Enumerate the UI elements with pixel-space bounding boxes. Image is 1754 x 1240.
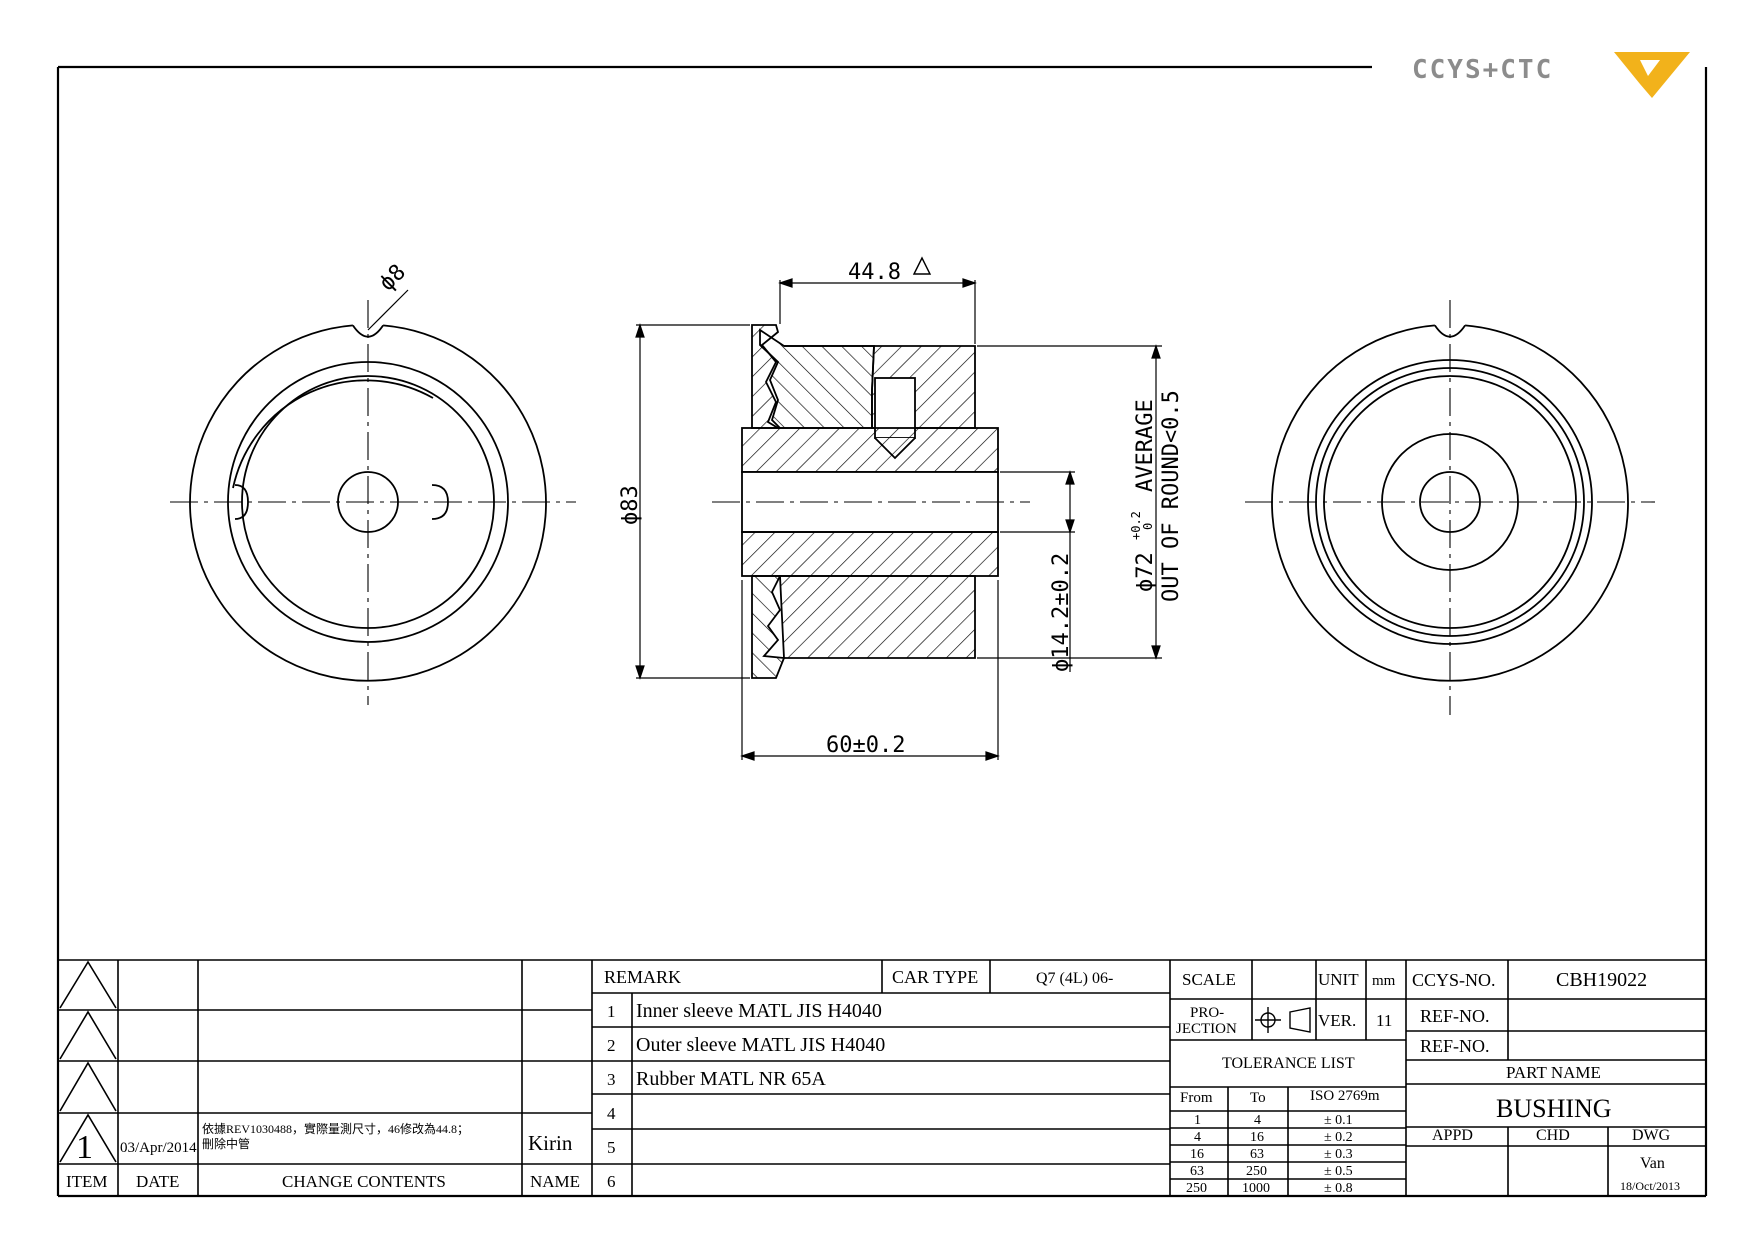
dim-avg-dia: ϕ72 — [1133, 552, 1158, 592]
part-name-label: PART NAME — [1506, 1063, 1601, 1082]
ccys-no: CBH19022 — [1556, 969, 1647, 991]
tol-from-3: 16 — [1190, 1147, 1204, 1162]
rev-contents-1b: 刪除中管 — [202, 1136, 250, 1151]
dim-avg-tol-upper: +0.2 — [1129, 511, 1143, 540]
tol-to-3: 63 — [1250, 1147, 1264, 1162]
unit-label: UNIT — [1318, 970, 1359, 989]
ref-label-1: REF-NO. — [1420, 1006, 1490, 1026]
tol-from-1: 1 — [1194, 1113, 1201, 1128]
section-view — [712, 324, 1030, 679]
remark-text-1: Inner sleeve MATL JIS H4040 — [636, 1000, 882, 1022]
rev-header-item: ITEM — [66, 1172, 108, 1191]
appd-label: APPD — [1432, 1127, 1473, 1144]
dwg-by: Van — [1640, 1155, 1665, 1172]
tol-to-2: 16 — [1250, 1130, 1264, 1145]
ver-label: VER. — [1318, 1011, 1356, 1030]
right-end-view — [1245, 300, 1655, 715]
dim-total-length: 60±0.2 — [826, 733, 905, 758]
title-block-grid — [58, 959, 1706, 1196]
remark-text-2: Outer sleeve MATL JIS H4040 — [636, 1034, 885, 1056]
remark-no-1: 1 — [607, 1002, 616, 1021]
remark-no-6: 6 — [607, 1172, 616, 1191]
tol-val-3: ± 0.3 — [1324, 1147, 1353, 1162]
rev-header-date: DATE — [136, 1172, 179, 1191]
car-type-value: Q7 (4L) 06- — [1036, 970, 1113, 987]
tol-header-to: To — [1250, 1090, 1266, 1106]
tol-val-4: ± 0.5 — [1324, 1164, 1353, 1179]
projection-label-1: PRO- — [1190, 1005, 1224, 1021]
section-dimensions — [635, 256, 1162, 761]
remark-text-3: Rubber MATL NR 65A — [636, 1068, 826, 1090]
tol-to-1: 4 — [1254, 1113, 1261, 1128]
dim-out-of-round: OUT OF ROUND<0.5 — [1159, 390, 1184, 602]
dim-avg-tol-lower: 0 — [1141, 523, 1155, 530]
remark-no-3: 3 — [607, 1070, 616, 1089]
dwg-date: 18/Oct/2013 — [1620, 1179, 1680, 1193]
scale-label: SCALE — [1182, 970, 1236, 989]
rev-contents-1a: 依據REV1030488，實際量測尺寸，46修改為44.8； — [202, 1121, 469, 1136]
tol-val-5: ± 0.8 — [1324, 1181, 1353, 1196]
dim-hole-dia: ϕ8 — [375, 260, 411, 296]
rev-header-contents: CHANGE CONTENTS — [282, 1172, 446, 1191]
logo-text: CCYS+CTC — [1412, 55, 1553, 85]
ccys-label: CCYS-NO. — [1412, 970, 1496, 990]
car-type-label: CAR TYPE — [892, 967, 978, 987]
remark-header: REMARK — [604, 967, 681, 987]
projection-label-2: JECTION — [1176, 1021, 1237, 1037]
tol-from-4: 63 — [1190, 1164, 1204, 1179]
remark-no-4: 4 — [607, 1104, 616, 1123]
rev-header-name: NAME — [530, 1172, 580, 1191]
tol-val-2: ± 0.2 — [1324, 1130, 1353, 1145]
tol-val-1: ± 0.1 — [1324, 1113, 1353, 1128]
part-name: BUSHING — [1496, 1094, 1612, 1123]
rev-item-1: 1 — [76, 1129, 93, 1166]
rev-date-1: 03/Apr/2014 — [120, 1140, 197, 1156]
company-logo: CCYS+CTC — [1412, 52, 1690, 98]
tolerance-title: TOLERANCE LIST — [1222, 1055, 1355, 1072]
remark-no-2: 2 — [607, 1036, 616, 1055]
chd-label: CHD — [1536, 1127, 1570, 1144]
tol-to-5: 1000 — [1242, 1181, 1270, 1196]
unit-value: mm — [1372, 973, 1396, 989]
tol-to-4: 250 — [1246, 1164, 1267, 1179]
sheet-border — [56, 65, 1708, 1198]
remark-no-5: 5 — [607, 1138, 616, 1157]
tol-header-from: From — [1180, 1090, 1213, 1106]
ver-value: 11 — [1376, 1011, 1392, 1030]
projection-icon — [1255, 1007, 1311, 1033]
tol-from-5: 250 — [1186, 1181, 1207, 1196]
dim-outer-length: 44.8 — [848, 260, 901, 285]
dim-average-word: AVERAGE — [1133, 399, 1158, 492]
rev-name-1: Kirin — [528, 1131, 573, 1155]
tol-from-2: 4 — [1194, 1130, 1201, 1145]
ref-label-2: REF-NO. — [1420, 1036, 1490, 1056]
dim-outer-dia: ϕ83 — [618, 485, 643, 525]
logo-swoosh-icon — [1614, 52, 1690, 98]
dwg-label: DWG — [1632, 1127, 1671, 1144]
tol-header-iso: ISO 2769m — [1310, 1088, 1380, 1104]
left-end-view — [170, 289, 576, 705]
dim-inner-dia: ϕ14.2±0.2 — [1049, 553, 1074, 672]
